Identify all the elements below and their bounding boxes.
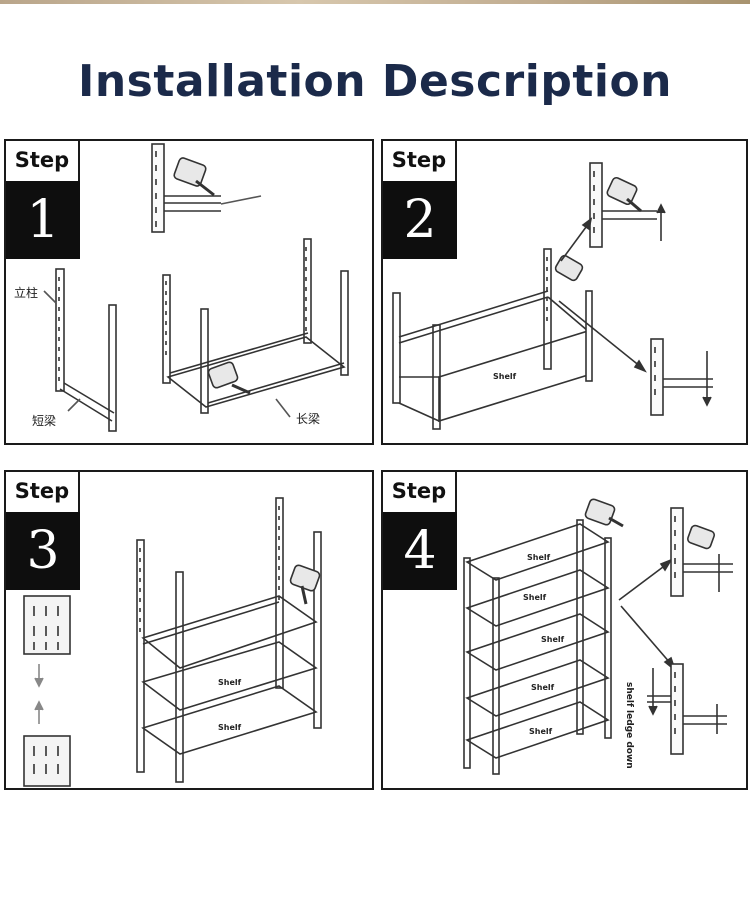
mallet-icon (606, 176, 642, 213)
shelf-label-4: Shelf (531, 683, 555, 692)
keyhole-slot-icon (23, 595, 71, 655)
step-1-number: 1 (6, 181, 80, 259)
step-2-panel: Shelf Step 2 (381, 139, 748, 445)
shelf-label: Shelf (493, 372, 517, 381)
mallet-icon (686, 524, 716, 550)
mallet-icon (554, 254, 584, 282)
keyhole-slot-icon (589, 162, 603, 248)
keyhole-slot-icon (151, 143, 165, 233)
mallet-icon (584, 498, 624, 528)
shelf-lower-label: Shelf (218, 723, 242, 732)
short-beam-label: 短梁 (32, 413, 56, 428)
keyhole-slot-icon (670, 663, 684, 755)
long-beam-label: 长梁 (296, 411, 320, 426)
step-2-number: 2 (383, 181, 457, 259)
shelf-label-2: Shelf (523, 593, 547, 602)
keyhole-slot-icon (650, 338, 664, 416)
step-3-tab: Step (6, 472, 80, 514)
upright-label: 立柱 (14, 285, 38, 300)
step-4-tab: Step (383, 472, 457, 514)
step-3-panel: Shelf Shelf Step 3 (4, 470, 374, 790)
mallet-icon (289, 564, 321, 605)
step-3-number: 3 (6, 512, 80, 590)
step-1-panel: 立柱 短梁 长梁 Step 1 (4, 139, 374, 445)
top-decor-strip (0, 0, 750, 4)
step-4-diagram: Shelf Shelf Shelf Shelf Shelf shelf ledg… (463, 498, 733, 775)
mallet-icon (173, 157, 215, 197)
shelf-label-1: Shelf (527, 553, 551, 562)
keyhole-slot-icon (670, 507, 684, 597)
step-2-tab: Step (383, 141, 457, 183)
shelf-upper-label: Shelf (218, 678, 242, 687)
step-1-diagram: 立柱 短梁 长梁 (14, 143, 349, 432)
step-4-panel: Shelf Shelf Shelf Shelf Shelf shelf ledg… (381, 470, 748, 790)
step-2-diagram: Shelf (392, 162, 713, 430)
step-3-diagram: Shelf Shelf (23, 497, 322, 787)
shelf-ledge-note: shelf ledge down (624, 682, 634, 769)
step-1-tab: Step (6, 141, 80, 183)
keyhole-slot-icon (23, 735, 71, 787)
step-4-number: 4 (383, 512, 457, 590)
page-title: Installation Description (77, 56, 673, 107)
shelf-label-3: Shelf (541, 635, 565, 644)
shelf-label-5: Shelf (529, 727, 553, 736)
mallet-icon (207, 361, 251, 395)
